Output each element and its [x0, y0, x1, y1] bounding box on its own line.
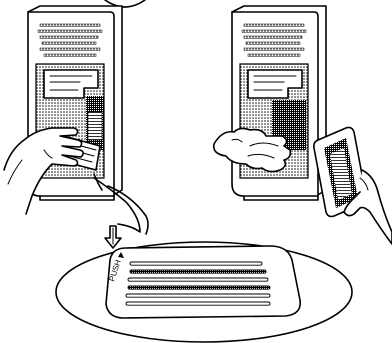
- detail-view: PUSH: [56, 226, 352, 342]
- detail-filter-cover: [106, 246, 300, 318]
- left-panel: [4, 6, 122, 214]
- right-panel: [214, 6, 392, 244]
- down-arrow-icon: [105, 226, 121, 248]
